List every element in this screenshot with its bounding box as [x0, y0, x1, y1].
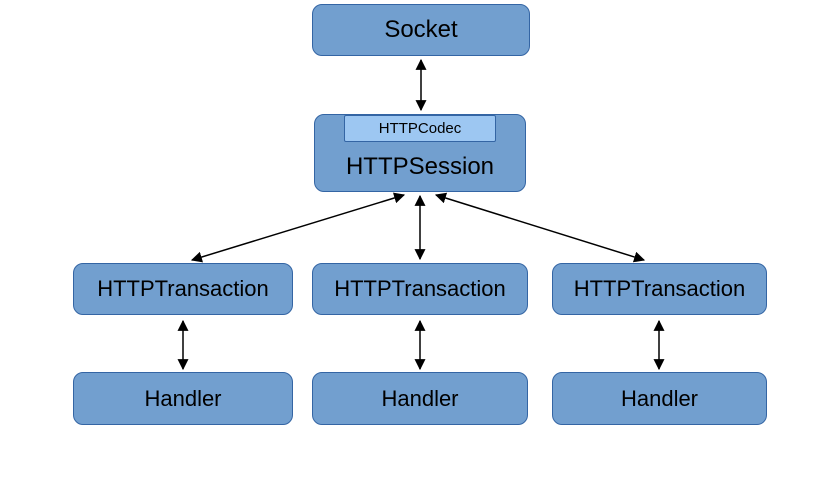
- node-http-transaction-3-label: HTTPTransaction: [573, 276, 746, 301]
- node-http-transaction-2-label: HTTPTransaction: [334, 276, 506, 301]
- arrow-session-transaction-3: [434, 192, 646, 263]
- node-socket: Socket: [312, 4, 530, 56]
- node-handler-2-label: Handler: [381, 385, 459, 411]
- node-handler-1: Handler: [73, 372, 293, 425]
- node-http-session-label-wrap: HTTPSession: [346, 142, 494, 191]
- node-handler-3: Handler: [552, 372, 767, 425]
- node-http-codec: HTTPCodec: [344, 115, 496, 142]
- node-http-transaction-3: HTTPTransaction: [552, 263, 767, 315]
- node-http-transaction-2: HTTPTransaction: [312, 263, 528, 315]
- node-http-transaction-1: HTTPTransaction: [73, 263, 293, 315]
- node-handler-2: Handler: [312, 372, 528, 425]
- node-handler-3-label: Handler: [620, 385, 699, 411]
- node-http-codec-label: HTTPCodec: [378, 120, 462, 137]
- node-handler-1-label: Handler: [144, 385, 222, 411]
- node-http-transaction-1-label: HTTPTransaction: [97, 276, 269, 301]
- node-http-session: HTTPCodec HTTPSession: [314, 114, 526, 192]
- node-http-session-label: HTTPSession: [345, 152, 495, 180]
- arrow-session-transaction-1: [190, 192, 406, 263]
- node-socket-label: Socket: [384, 16, 458, 43]
